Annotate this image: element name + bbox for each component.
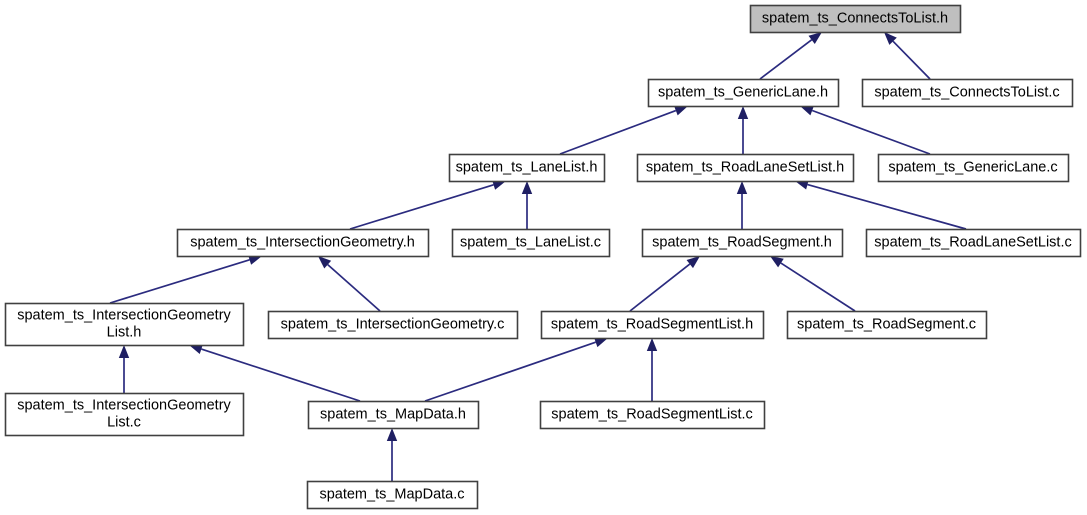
node-box[interactable] (448, 153, 606, 183)
edge-line (629, 263, 691, 312)
graph-edge (386, 428, 398, 481)
graph-edge (737, 106, 749, 154)
graph-node-roadlanesetlist_c[interactable]: spatem_ts_RoadLaneSetList.c (865, 228, 1082, 258)
node-box[interactable] (641, 228, 844, 258)
graph-edge (189, 344, 361, 402)
arrowhead-icon (118, 345, 130, 358)
edge-line (811, 109, 931, 155)
edge-line (759, 39, 813, 80)
arrowhead-icon (736, 181, 748, 194)
graph-edge (559, 105, 688, 155)
arrowhead-icon (521, 181, 533, 194)
node-box[interactable] (877, 153, 1070, 183)
node-box[interactable] (307, 400, 480, 430)
graph-edge (646, 338, 658, 401)
arrowhead-icon (884, 32, 897, 45)
graph-node-intersectiongeometry_c[interactable]: spatem_ts_IntersectionGeometry.c (267, 310, 519, 340)
node-box[interactable] (4, 302, 245, 347)
arrowhead-icon (800, 105, 814, 116)
graph-edge (759, 32, 822, 80)
arrowhead-icon (770, 256, 784, 268)
graph-node-mapdata_h[interactable]: spatem_ts_MapData.h (307, 400, 480, 430)
graph-node-mapdata_c[interactable]: spatem_ts_MapData.c (306, 480, 479, 510)
graph-node-roadsegmentlist_c[interactable]: spatem_ts_RoadSegmentList.c (539, 400, 766, 430)
graph-edge (795, 179, 967, 230)
edge-line (109, 259, 250, 304)
node-box[interactable] (749, 4, 962, 34)
node-box[interactable] (786, 310, 988, 340)
graph-edge (736, 181, 748, 229)
graph-node-genericlane_h[interactable]: spatem_ts_GenericLane.h (647, 78, 840, 108)
arrowhead-icon (737, 106, 749, 119)
node-box[interactable] (267, 310, 519, 340)
graph-node-genericlane_c[interactable]: spatem_ts_GenericLane.c (877, 153, 1070, 183)
arrowhead-icon (248, 254, 262, 265)
graph-edge (770, 256, 856, 312)
graph-node-intersectiongeometry_h[interactable]: spatem_ts_IntersectionGeometry.h (176, 228, 430, 258)
edge-line (349, 184, 494, 230)
arrowhead-icon (686, 256, 700, 269)
graph-edge (318, 256, 381, 312)
edge-line (807, 183, 967, 230)
arrowhead-icon (189, 344, 203, 354)
edges-layer (109, 32, 967, 481)
graph-edge (118, 345, 130, 393)
graph-edge (349, 179, 506, 230)
arrowhead-icon (492, 179, 506, 190)
node-box[interactable] (865, 228, 1082, 258)
edge-line (327, 263, 381, 312)
node-box[interactable] (451, 228, 611, 258)
arrowhead-icon (318, 256, 332, 269)
node-box[interactable] (176, 228, 430, 258)
graph-edge (800, 105, 931, 155)
node-box[interactable] (647, 78, 840, 108)
arrowhead-icon (594, 337, 608, 348)
node-box[interactable] (4, 392, 245, 437)
arrowhead-icon (674, 105, 688, 116)
graph-edge (109, 254, 262, 304)
node-box[interactable] (861, 78, 1074, 108)
graph-edge (424, 337, 608, 402)
node-box[interactable] (539, 400, 766, 430)
node-box[interactable] (306, 480, 479, 510)
edge-line (892, 40, 931, 80)
arrowhead-icon (808, 32, 822, 44)
edge-line (201, 348, 361, 402)
graph-node-roadlanesetlist_h[interactable]: spatem_ts_RoadLaneSetList.h (636, 153, 855, 183)
node-box[interactable] (540, 310, 765, 340)
graph-node-roadsegment_c[interactable]: spatem_ts_RoadSegment.c (786, 310, 988, 340)
node-box[interactable] (636, 153, 855, 183)
arrowhead-icon (646, 338, 658, 351)
edge-line (559, 109, 677, 155)
graph-node-lanelist_h[interactable]: spatem_ts_LaneList.h (448, 153, 606, 183)
edge-line (780, 262, 856, 312)
graph-node-roadsegment_h[interactable]: spatem_ts_RoadSegment.h (641, 228, 844, 258)
graph-node-connectstolist_h[interactable]: spatem_ts_ConnectsToList.h (749, 4, 962, 34)
graph-edge (521, 181, 533, 229)
graph-edge (884, 32, 931, 80)
arrowhead-icon (386, 428, 398, 441)
edge-line (424, 341, 596, 402)
graph-node-roadsegmentlist_h[interactable]: spatem_ts_RoadSegmentList.h (540, 310, 765, 340)
graph-node-lanelist_c[interactable]: spatem_ts_LaneList.c (451, 228, 611, 258)
nodes-layer: spatem_ts_ConnectsToList.h spatem_ts_Gene… (4, 4, 1082, 510)
graph-edge (629, 256, 700, 312)
graph-node-connectstolist_c[interactable]: spatem_ts_ConnectsToList.c (861, 78, 1074, 108)
